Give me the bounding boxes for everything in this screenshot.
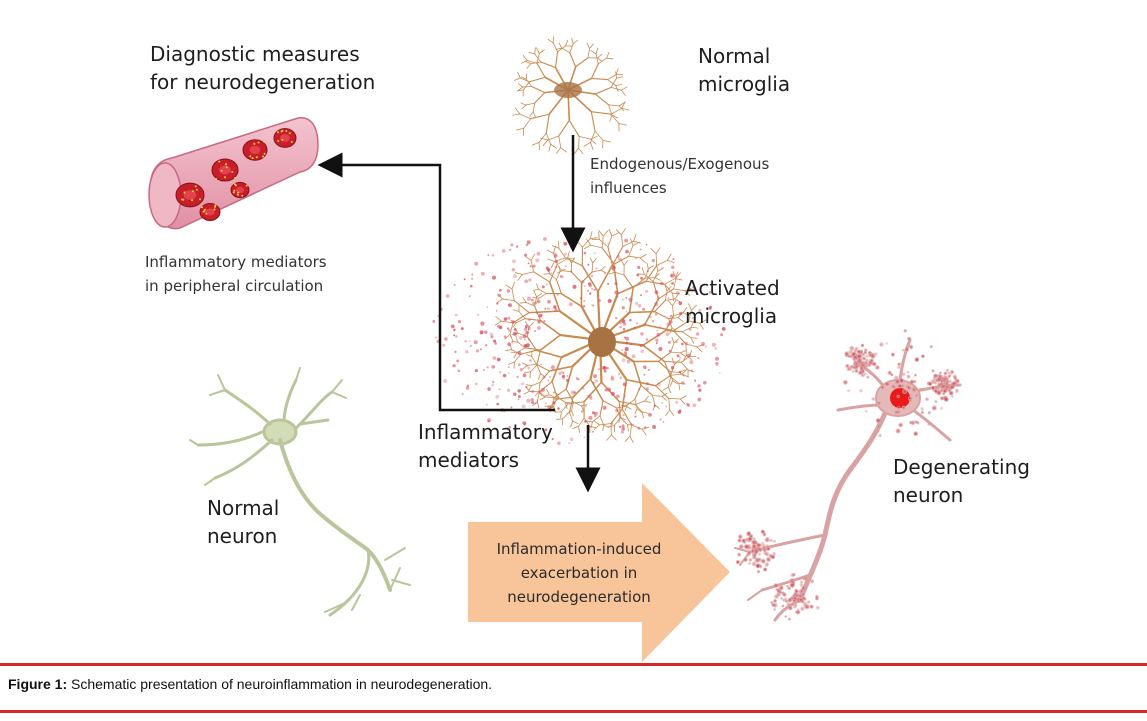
figure-caption: Figure 1: Schematic presentation of neur… — [8, 676, 492, 692]
caption-rule-bottom — [0, 710, 1147, 713]
degeneration-spots — [735, 329, 960, 621]
red-blood-cells — [175, 128, 297, 221]
blood-vessel-icon — [148, 117, 319, 230]
circulation-arrow — [317, 152, 555, 412]
caption-label: Figure 1: — [8, 676, 68, 692]
big-arrow — [468, 483, 730, 662]
caption-rule-top — [0, 663, 1147, 666]
degenerating-neuron-icon — [734, 329, 962, 622]
caption-text: Schematic presentation of neuroinflammat… — [67, 676, 493, 692]
nucleus — [890, 388, 910, 408]
normal-microglia-icon — [512, 36, 630, 155]
normal-neuron-icon — [189, 367, 411, 617]
activated-microglia-icon — [432, 228, 726, 446]
